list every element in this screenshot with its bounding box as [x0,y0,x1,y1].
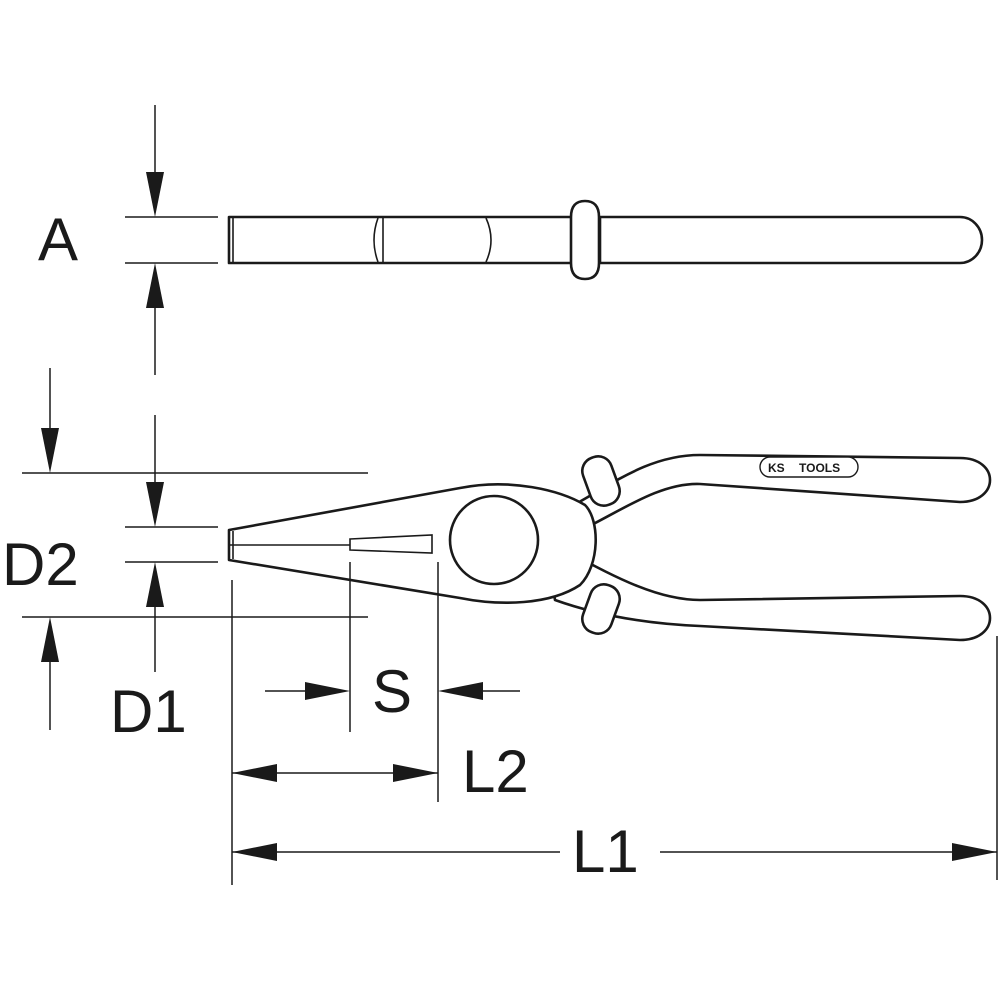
upper-collar [580,455,622,507]
side-view-head [227,215,591,265]
logo-brand: KS [768,461,785,475]
dimension-d1: D1 [22,368,368,745]
upper-handle [543,453,992,542]
label-l1: L1 [572,818,639,885]
pliers-front-view: KS TOOLS [227,453,992,642]
side-view-handle [598,215,984,265]
side-view-curve-left [373,217,379,263]
label-d1: D1 [110,678,187,745]
dimension-l1: L1 [232,636,998,885]
pivot-joint [448,494,540,586]
lower-handle [543,538,992,642]
logo-suffix: TOOLS [799,461,840,475]
lower-collar [580,583,622,635]
dimension-a: A [38,105,218,375]
label-l2: L2 [462,738,529,805]
dimension-d2: D2 [2,415,218,672]
label-d2: D2 [2,531,79,598]
pliers-side-view [227,199,984,281]
pliers-head [227,483,597,604]
side-view-curve-right [485,217,492,263]
cutter-blade [349,534,433,554]
brand-logo: KS TOOLS [759,456,859,478]
label-s: S [372,658,412,725]
dimension-l2: L2 [231,580,529,885]
label-a: A [38,206,78,273]
dimension-s: S [265,562,520,802]
side-view-collar [569,199,601,281]
